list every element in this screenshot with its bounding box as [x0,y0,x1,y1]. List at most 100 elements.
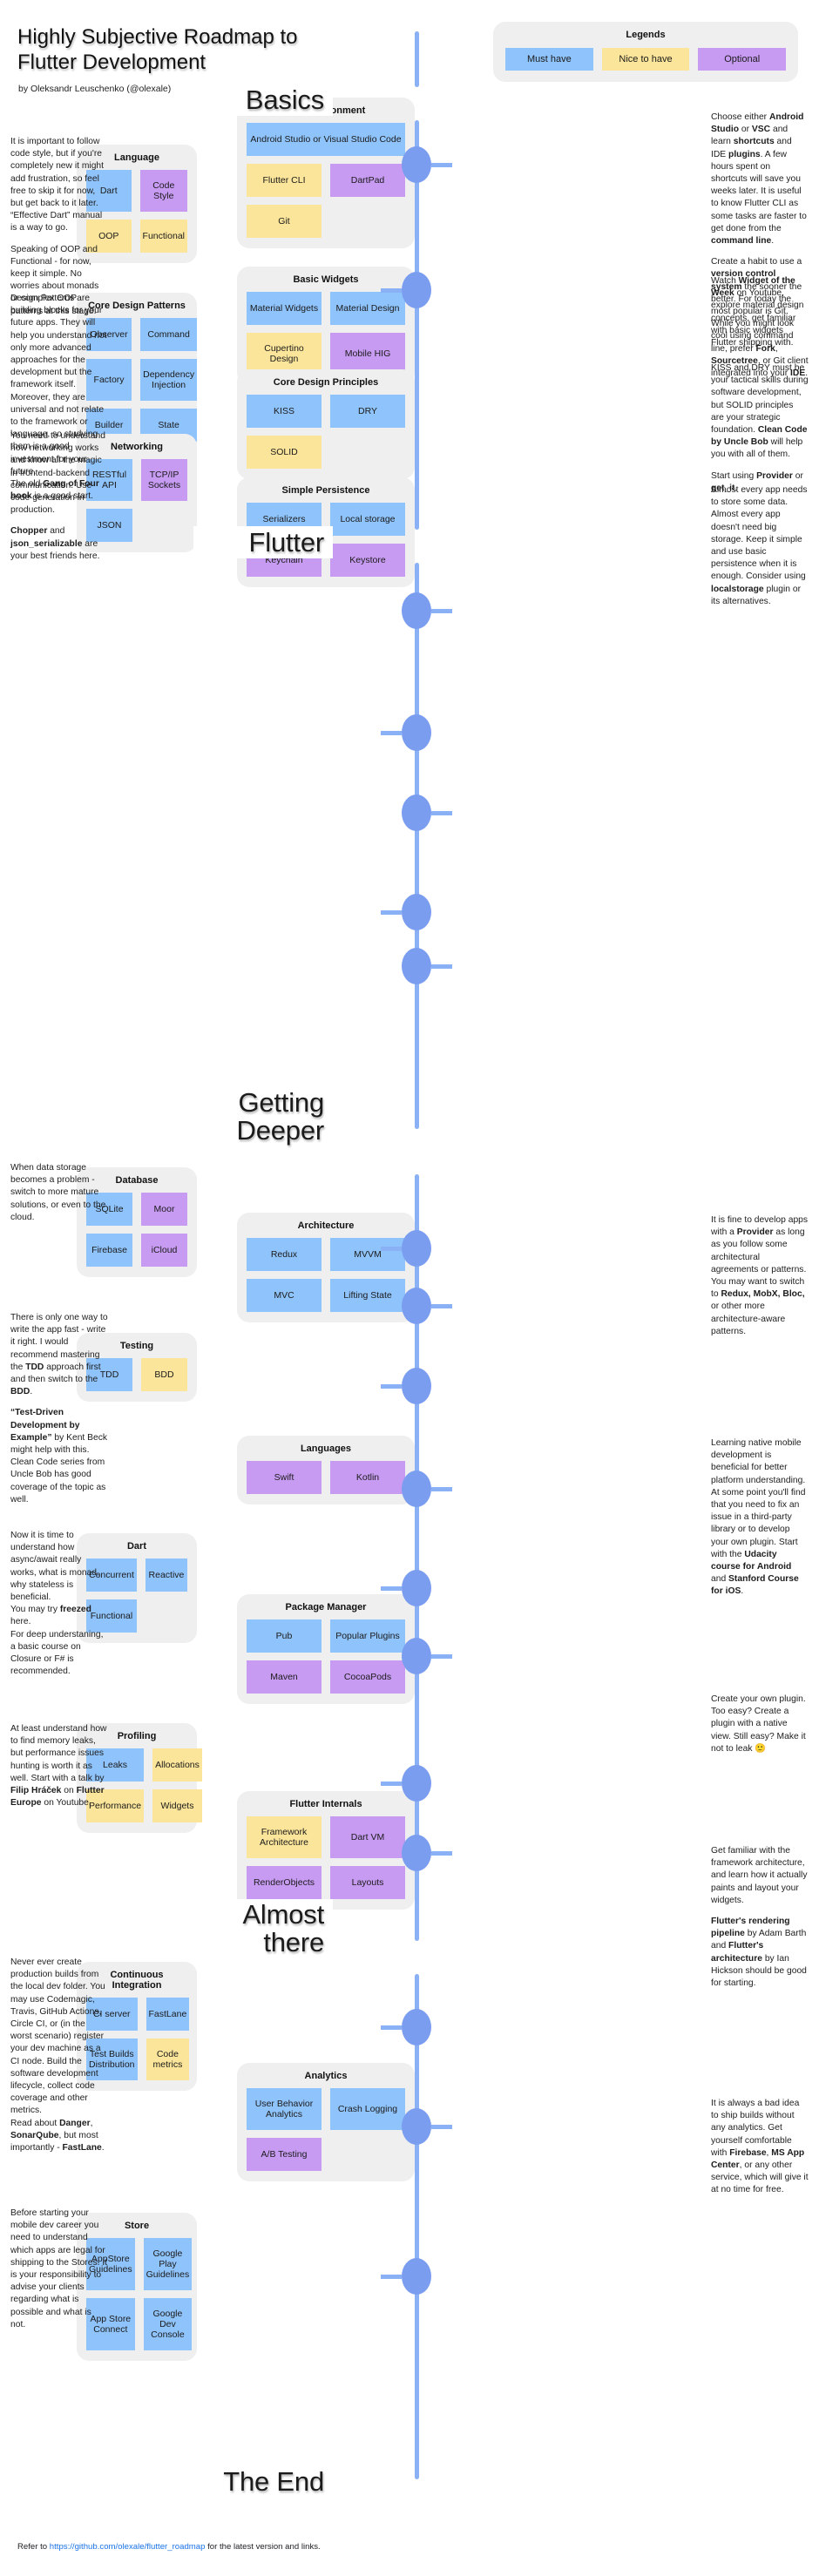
chip-local-storage[interactable]: Local storage [330,503,405,536]
chip-allocations[interactable]: Allocations [152,1748,202,1782]
chip-renderobjects[interactable]: RenderObjects [247,1866,322,1900]
card-languages: Languages Swift Kotlin [237,1436,415,1504]
timeline-node-store [381,2258,431,2295]
note-paragraph: There is only one way to write the app f… [10,1313,108,1397]
timeline-node-simple-persistence [402,948,452,984]
chip-kiss[interactable]: KISS [247,395,322,428]
chip-framework-architecture[interactable]: Framework Architecture [247,1816,322,1859]
chip-dry[interactable]: DRY [330,395,405,428]
chip-material-design[interactable]: Material Design [330,292,405,325]
legend-must-have: Must have [505,48,593,71]
timeline-spine-5 [415,1974,419,2479]
chip-git[interactable]: Git [247,205,322,238]
card-title: Analytics [304,2071,348,2081]
chip-dart-functional[interactable]: Functional [86,1599,137,1633]
author-byline: by Oleksandr Leuschenko (@olexale) [18,84,172,94]
chip-app-store-connect[interactable]: App Store Connect [86,2298,135,2351]
note-paragraph: At least understand how to find memory l… [10,1724,107,1809]
card-title: Architecture [297,1220,355,1231]
card-title: Core Design Patterns [88,301,186,311]
chip-appstore-guidelines[interactable]: AppStore Guidelines [86,2238,135,2291]
chip-google-play-guidelines[interactable]: Google Play Guidelines [143,2238,193,2291]
card-title: Store [124,2221,150,2231]
chip-crash-logging[interactable]: Crash Logging [330,2088,405,2131]
timeline-node-core-design-principles [402,794,452,831]
card-store: Store AppStore Guidelines Google Play Gu… [77,2213,197,2362]
chip-maven[interactable]: Maven [247,1660,322,1694]
chip-tdd[interactable]: TDD [86,1358,132,1391]
chip-pub[interactable]: Pub [247,1619,322,1653]
note-languages: Learning native mobile development is be… [711,1437,809,1599]
chip-performance[interactable]: Performance [86,1789,145,1822]
timeline-spine-4 [415,1174,419,1941]
chip-factory[interactable]: Factory [86,359,132,402]
chip-lifting-state[interactable]: Lifting State [330,1279,405,1312]
note-dev-environment: Choose either Android Studio or VSC and … [711,112,809,380]
chip-fastlane[interactable]: FastLane [146,1998,190,2031]
chip-layouts[interactable]: Layouts [330,1866,405,1900]
chip-android-studio-vsc[interactable]: Android Studio or Visual Studio Code [247,123,405,156]
card-title: Continuous Integration [110,1970,164,1991]
chip-code-style[interactable]: Code Style [139,170,187,213]
chip-leaks[interactable]: Leaks [86,1748,145,1782]
repo-link[interactable]: https://github.com/olexale/flutter_roadm… [49,2542,206,2552]
card-profiling: Profiling Leaks Allocations Performance … [77,1723,202,1833]
chip-user-behavior-analytics[interactable]: User Behavior Analytics [247,2088,322,2131]
chip-mvc[interactable]: MVC [247,1279,322,1312]
chip-code-metrics[interactable]: Code metrics [146,2038,190,2081]
chip-test-builds-distribution[interactable]: Test Builds Distribution [86,2038,138,2081]
page-title: Highly Subjective Roadmap to Flutter Dev… [17,25,298,75]
chip-cupertino-design[interactable]: Cupertino Design [247,333,322,375]
footer-prefix: Refer to [17,2542,50,2552]
chip-restful-api[interactable]: RESTful API [86,459,132,502]
chip-functional[interactable]: Functional [139,220,187,254]
chip-dartpad[interactable]: DartPad [330,164,405,197]
chip-oop[interactable]: OOP [86,220,132,254]
note-paragraph: Almost every app needs to store some dat… [711,485,808,606]
timeline-node-database [381,1230,431,1267]
chip-moor[interactable]: Moor [141,1193,187,1226]
chip-reactive[interactable]: Reactive [145,1558,187,1592]
chip-redux[interactable]: Redux [247,1238,322,1271]
chip-popular-plugins[interactable]: Popular Plugins [330,1619,405,1653]
chip-firebase[interactable]: Firebase [86,1234,132,1267]
chip-widgets[interactable]: Widgets [152,1789,202,1822]
chip-icloud[interactable]: iCloud [141,1234,187,1267]
card-core-design-principles: Core Design Principles KISS DRY SOLID [237,369,415,479]
chip-concurrent[interactable]: Concurrent [86,1558,137,1592]
note-paragraph: Choose either Android Studio or VSC and … [711,112,807,247]
chip-solid[interactable]: SOLID [247,436,322,469]
timeline-node-profiling [381,1765,431,1802]
chip-cocoapods[interactable]: CocoaPods [330,1660,405,1694]
chip-kotlin[interactable]: Kotlin [330,1461,405,1494]
timeline-node-dart [381,1570,431,1606]
chip-bdd[interactable]: BDD [141,1358,187,1391]
chip-google-dev-console[interactable]: Google Dev Console [143,2298,193,2351]
chip-mvvm[interactable]: MVVM [330,1238,405,1271]
chip-dart[interactable]: Dart [86,170,132,213]
chip-swift[interactable]: Swift [247,1461,322,1494]
section-title-getting-deeper: Getting Deeper [141,1087,333,1146]
chip-ab-testing[interactable]: A/B Testing [247,2138,322,2172]
note-dart: Now it is time to understand how async/a… [10,1530,108,1678]
chip-command[interactable]: Command [140,318,198,351]
chip-observer[interactable]: Observer [86,318,132,351]
chip-json[interactable]: JSON [86,509,132,543]
note-paragraph: KISS and DRY must be your tactical skill… [711,363,809,460]
chip-dart-vm[interactable]: Dart VM [330,1816,405,1859]
chip-tcp-ip-sockets[interactable]: TCP/IP Sockets [141,459,187,502]
chip-keystore[interactable]: Keystore [330,544,405,577]
chip-flutter-cli[interactable]: Flutter CLI [247,164,322,197]
card-title: Flutter Internals [289,1799,362,1809]
chip-dependency-injection[interactable]: Dependency Injection [140,359,198,402]
chip-mobile-hig[interactable]: Mobile HIG [330,333,405,375]
note-database: When data storage becomes a problem - sw… [10,1162,108,1224]
chip-ci-server[interactable]: CI server [86,1998,138,2031]
card-title: Database [115,1175,159,1186]
timeline-node-package-manager [402,1638,452,1674]
card-analytics: Analytics User Behavior Analytics Crash … [237,2063,415,2182]
chip-material-widgets[interactable]: Material Widgets [247,292,322,325]
card-title: Basic Widgets [293,274,359,285]
note-paragraph: You need to understand how networking wo… [10,431,105,516]
chip-sqlite[interactable]: SQLite [86,1193,132,1226]
